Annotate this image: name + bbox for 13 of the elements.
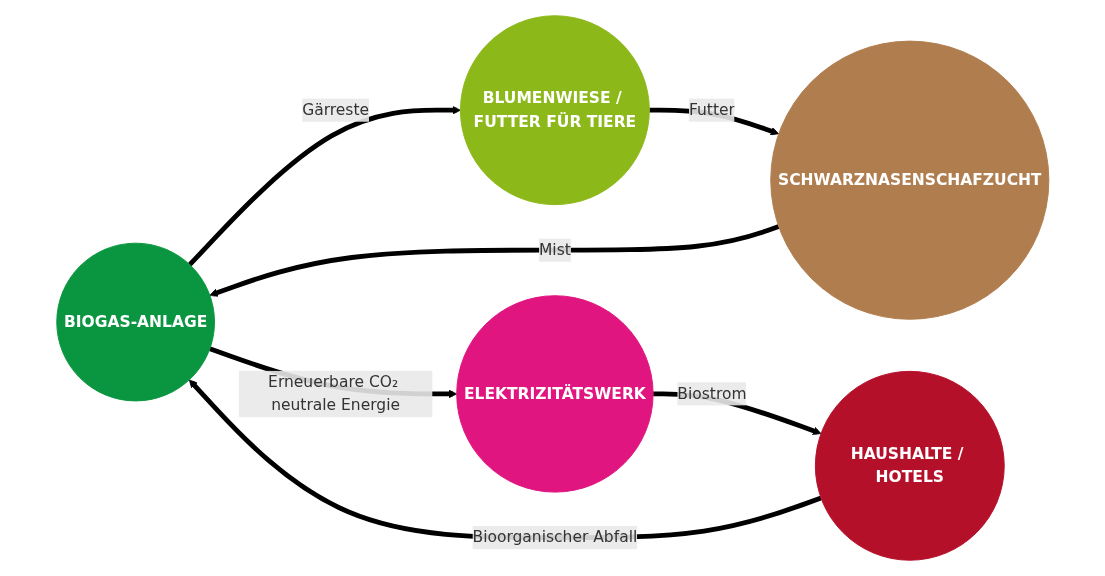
arrow (209, 224, 780, 297)
edge-label: Futter (688, 100, 735, 119)
edge-label: Gärreste (301, 100, 369, 119)
node-circle: HAUSHALTE / HOTELS (814, 370, 1005, 561)
edge-label: Erneuerbare CO₂ neutrale Energie (267, 372, 400, 415)
node-circle: ELEKTRIZITÄTSWERK (455, 295, 654, 493)
node-circle: BIOGAS-ANLAGE (55, 242, 215, 402)
edge-label: Mist (538, 240, 571, 259)
node-circle: SCHWARZNASENSCHAFZUCHT (769, 40, 1050, 320)
edge-label: Biostrom (677, 384, 747, 403)
arrow (187, 105, 461, 267)
edge-label: Bioorganischer Abfall (472, 527, 637, 547)
node-circle: BLUMENWIESE / FUTTER FÜR TIERE (459, 15, 650, 206)
